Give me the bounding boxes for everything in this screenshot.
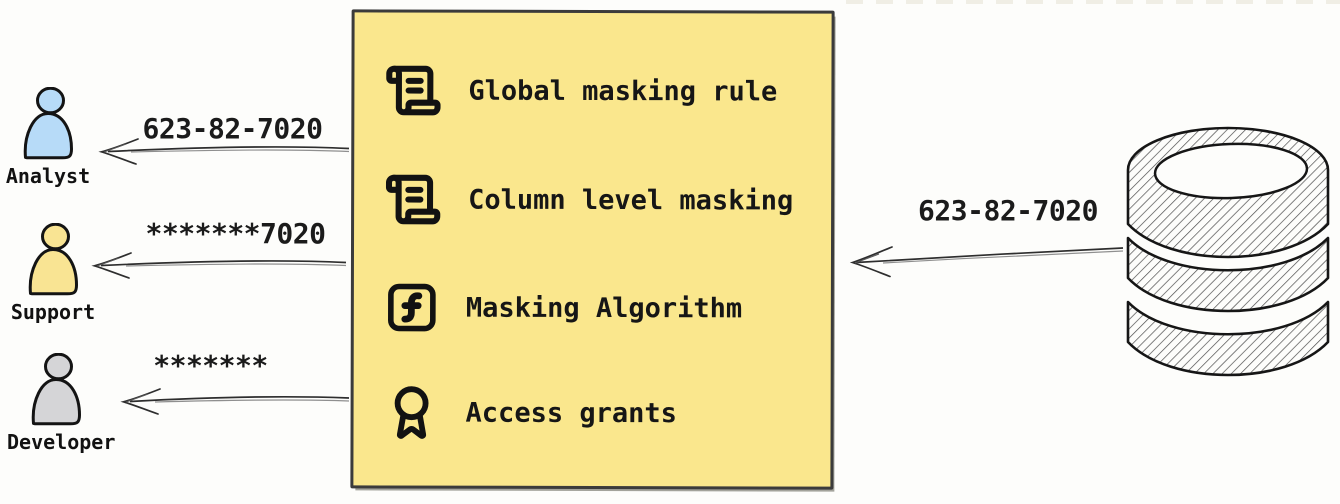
persona-analyst: Analyst <box>0 87 96 188</box>
flow-value-to-analyst: 623-82-7020 <box>142 112 323 145</box>
mask-item-label: Global masking rule <box>468 75 778 107</box>
masking-policy-box: Global masking rule Column level masking… <box>350 9 835 490</box>
function-square-icon <box>388 283 436 332</box>
persona-label: Support <box>10 300 96 324</box>
persona-support: Support <box>4 223 102 324</box>
mask-item-masking-algorithm: Masking Algorithm <box>384 277 742 338</box>
person-icon <box>31 353 81 426</box>
persona-label: Analyst <box>5 164 91 188</box>
person-icon <box>28 223 78 296</box>
persona-developer: Developer <box>7 353 116 454</box>
flow-arrow-to-support <box>91 252 347 279</box>
mask-item-column-masking: Column level masking <box>384 169 793 230</box>
person-icon <box>23 87 73 160</box>
mask-item-label: Column level masking <box>468 184 794 217</box>
flow-arrow-to-analyst <box>98 138 350 165</box>
flow-arrow-from-database <box>849 246 1124 278</box>
award-icon <box>394 386 429 439</box>
persona-label: Developer <box>7 430 116 454</box>
mask-item-access-grants: Access grants <box>383 382 677 443</box>
mask-item-global-rule: Global masking rule <box>384 60 777 121</box>
flow-value-to-support: *******7020 <box>145 217 326 250</box>
flow-value-from-database: 623-82-7020 <box>918 194 1098 227</box>
flow-arrow-to-developer <box>120 388 350 415</box>
scroll-text-icon <box>385 174 441 225</box>
database-icon <box>1126 126 1330 377</box>
scroll-text-icon <box>386 65 441 116</box>
torn-edge-dashes <box>846 0 1340 4</box>
mask-item-label: Masking Algorithm <box>465 292 743 324</box>
flow-value-to-developer: ******* <box>153 349 268 382</box>
mask-item-label: Access grants <box>465 397 677 429</box>
